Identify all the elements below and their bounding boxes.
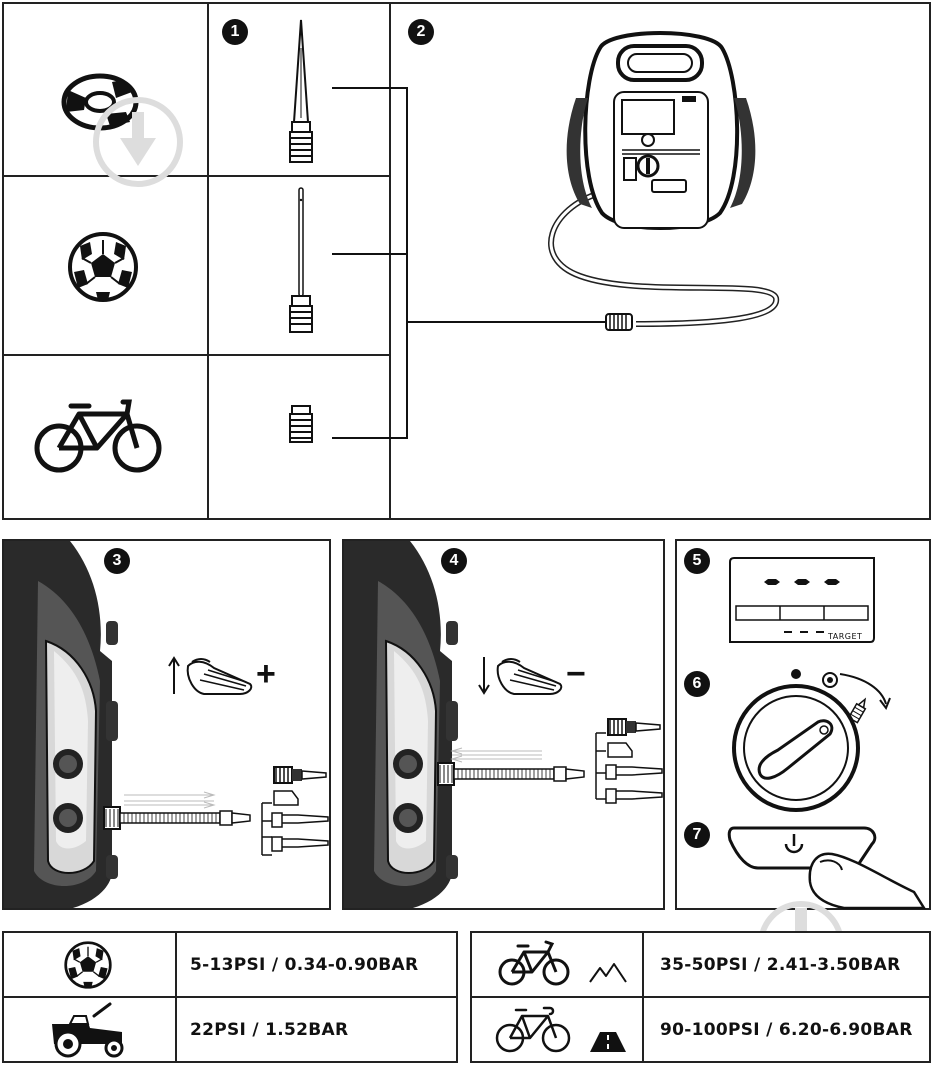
step-5-badge: 5 — [684, 548, 710, 574]
hose-extension-icon — [437, 732, 606, 800]
grid-line — [207, 2, 209, 520]
compressor-side-icon — [344, 541, 458, 908]
arrow-down-icon — [478, 657, 490, 695]
hose-extension-icon — [103, 791, 272, 856]
pedal-icon — [496, 658, 563, 695]
football-icon — [68, 232, 138, 302]
mountain-terrain-icon — [589, 963, 627, 983]
step-1-badge: 1 — [222, 19, 248, 45]
step-7-badge: 7 — [684, 822, 710, 848]
bicycle-icon — [34, 399, 162, 473]
step-3-panel — [2, 539, 331, 910]
power-button[interactable] — [724, 822, 930, 912]
lawn-mower-icon — [52, 1002, 124, 1058]
valve-adapter-icon — [289, 405, 313, 443]
step-4-panel — [342, 539, 665, 910]
road-bike-icon — [495, 1006, 571, 1053]
nozzle-set-icon — [271, 766, 329, 852]
selector-dial[interactable] — [726, 664, 906, 814]
lcd-display — [729, 557, 875, 643]
grid-line — [470, 996, 931, 998]
watermark-icon — [93, 97, 183, 187]
pressure-value: 35-50PSI / 2.41-3.50BAR — [660, 955, 901, 975]
road-icon — [590, 1032, 626, 1052]
grid-line — [2, 996, 458, 998]
grid-line — [389, 2, 391, 520]
step-3-badge: 3 — [104, 548, 130, 574]
pedal-icon — [186, 658, 253, 695]
target-label: TARGET — [828, 632, 863, 641]
pressure-value: 90-100PSI / 6.20-6.90BAR — [660, 1020, 913, 1040]
connector-lines — [332, 87, 606, 439]
needle-adapter-icon — [289, 187, 313, 333]
step-6-badge: 6 — [684, 671, 710, 697]
grid-line — [2, 354, 390, 356]
cone-adapter-icon — [289, 19, 313, 163]
nozzle-set-icon — [605, 718, 663, 804]
increase-symbol: + — [256, 655, 276, 693]
mountain-bike-icon — [498, 940, 570, 986]
swim-ring-icon — [61, 73, 139, 131]
grid-line — [2, 175, 390, 177]
pressure-value: 5-13PSI / 0.34-0.90BAR — [190, 955, 419, 975]
football-icon — [64, 941, 112, 989]
compressor-side-icon — [4, 541, 118, 908]
step-4-badge: 4 — [441, 548, 467, 574]
compressor-icon — [548, 31, 780, 331]
pressure-value: 22PSI / 1.52BAR — [190, 1020, 349, 1040]
arrow-up-icon — [168, 656, 180, 694]
step-2-badge: 2 — [408, 19, 434, 45]
decrease-symbol: − — [566, 655, 586, 693]
